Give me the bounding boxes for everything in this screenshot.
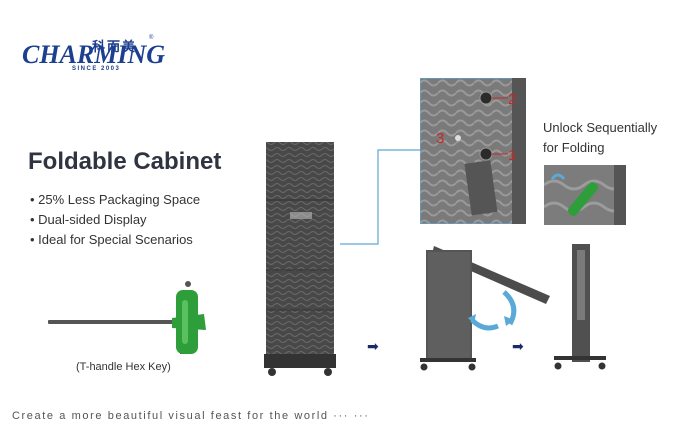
arrow-right-icon: ➡ xyxy=(367,338,379,354)
page-title: Foldable Cabinet xyxy=(28,148,222,175)
feature-item: • 25% Less Packaging Space xyxy=(30,192,201,207)
hex-key-image xyxy=(48,281,206,354)
feature-list: • 25% Less Packaging Space • Dual-sided … xyxy=(30,190,200,250)
tagline: Create a more beautiful visual feast for… xyxy=(12,410,370,422)
lock-detail-image: 2 3 1 xyxy=(420,78,526,224)
cabinet-folding-image xyxy=(420,246,550,371)
cabinet-folded-image xyxy=(554,244,606,370)
feature-item: • Dual-sided Display xyxy=(30,212,147,227)
cabinet-image xyxy=(264,142,336,376)
callout-number: 2 xyxy=(508,91,516,108)
callout-number: 1 xyxy=(508,147,516,164)
unlock-instructions: Unlock Sequentially for Folding xyxy=(543,118,657,158)
registered-mark: ® xyxy=(149,35,154,41)
brand-chinese-name: 科而美 xyxy=(92,40,138,55)
brand-logo: CHARMING xyxy=(22,40,166,69)
unlock-line: Unlock Sequentially xyxy=(543,120,658,135)
key-in-lock-image xyxy=(544,165,626,225)
callout-connector xyxy=(340,149,420,245)
brand-since: SINCE 2003 xyxy=(72,66,121,72)
arrow-right-icon: ➡ xyxy=(512,338,524,354)
feature-item: • Ideal for Special Scenarios xyxy=(30,232,193,247)
callout-number: 3 xyxy=(436,130,444,147)
unlock-line: for Folding xyxy=(543,140,605,155)
hex-key-caption: (T-handle Hex Key) xyxy=(76,361,171,373)
